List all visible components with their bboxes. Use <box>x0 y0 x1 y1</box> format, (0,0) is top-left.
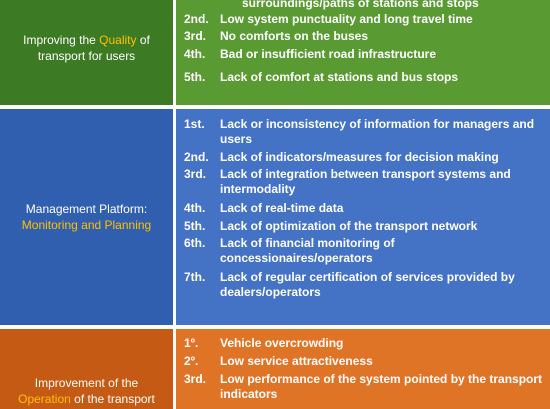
item-rank: 4th. <box>184 201 206 215</box>
item-text: Lack of comfort at stations and bus stop… <box>220 70 459 84</box>
item-rank: 1º. <box>184 336 199 350</box>
item-text: Low performance of the system pointed by… <box>220 372 543 401</box>
list-item: 5th. Lack of optimization of the transpo… <box>176 219 544 234</box>
list-item: 3rd. Lack of integration between transpo… <box>176 167 544 197</box>
item-rank: 2nd. <box>184 150 209 164</box>
item-rank: 1st. <box>184 117 205 131</box>
item-text: Lack of integration between transport sy… <box>220 167 511 196</box>
category-highlight: Quality <box>99 32 137 47</box>
list-item: surroundings/paths of stations and stops <box>176 0 544 11</box>
list-item: 7th. Lack of regular certification of se… <box>176 270 544 300</box>
item-rank: 7th. <box>184 270 206 284</box>
item-text: No comforts on the buses <box>220 29 369 43</box>
category-text: Improving the <box>23 32 100 47</box>
item-list: surroundings/paths of stations and stops… <box>176 0 550 105</box>
section-management: Management Platform: Monitoring and Plan… <box>0 109 550 325</box>
list-item: 4th. Lack of real-time data <box>176 201 544 216</box>
item-rank: 3rd. <box>184 167 207 181</box>
category-text: Management Platform: <box>25 202 148 216</box>
item-text: Lack of indicators/measures for decision… <box>220 150 499 164</box>
item-text: Low service attractiveness <box>220 354 373 368</box>
list-item: 1º. Vehicle overcrowding <box>176 336 544 351</box>
category-highlight: Operation <box>18 392 71 406</box>
category-label: Management Platform: Monitoring and Plan… <box>0 109 173 325</box>
list-item: 3rd. No comforts on the buses <box>176 29 544 44</box>
item-rank: 2nd. <box>184 12 209 26</box>
item-rank: 3rd. <box>184 29 207 43</box>
list-item: 3rd. Low performance of the system point… <box>176 372 544 402</box>
item-rank: 4th. <box>184 47 206 61</box>
list-item: 2nd. Low system punctuality and long tra… <box>176 12 544 27</box>
item-rank: 5th. <box>184 70 206 84</box>
list-item: 2º. Low service attractiveness <box>176 354 544 369</box>
section-operation: Improvement of the Operation of the tran… <box>0 329 550 409</box>
item-rank: 5th. <box>184 219 206 233</box>
item-text: Low system punctuality and long travel t… <box>220 12 473 26</box>
category-text: Improvement of the <box>34 376 139 390</box>
item-text: Bad or insufficient road infrastructure <box>220 47 437 61</box>
list-item: 2nd. Lack of indicators/measures for dec… <box>176 150 544 165</box>
item-text: surroundings/paths of stations and stops <box>242 0 479 10</box>
category-highlight: Monitoring and Planning <box>21 218 152 232</box>
list-item: 6th. Lack of financial monitoring of con… <box>176 236 544 266</box>
category-text: of the transport <box>70 392 155 406</box>
category-text: of transport for users <box>37 32 150 63</box>
item-text: Lack or inconsistency of information for… <box>220 117 535 146</box>
item-rank: 2º. <box>184 354 199 368</box>
list-item: 1st. Lack or inconsistency of informatio… <box>176 117 544 147</box>
item-list: 1º. Vehicle overcrowding 2º. Low service… <box>176 329 550 409</box>
item-text: Lack of financial monitoring of concessi… <box>220 236 395 265</box>
item-rank <box>176 0 220 11</box>
item-text: Lack of regular certification of service… <box>220 270 515 299</box>
item-rank: 3rd. <box>184 372 207 386</box>
section-quality: Improving the Quality of transport for u… <box>0 0 550 105</box>
item-text: Lack of optimization of the transport ne… <box>220 219 478 233</box>
category-label: Improvement of the Operation of the tran… <box>0 329 173 409</box>
item-text: Vehicle overcrowding <box>220 336 344 350</box>
item-list: 1st. Lack or inconsistency of informatio… <box>176 109 550 325</box>
category-label: Improving the Quality of transport for u… <box>0 0 173 105</box>
item-rank: 6th. <box>184 236 206 250</box>
item-text: Lack of real-time data <box>220 201 344 215</box>
list-item: 4th. Bad or insufficient road infrastruc… <box>176 47 544 62</box>
list-item: 5th. Lack of comfort at stations and bus… <box>176 70 544 85</box>
